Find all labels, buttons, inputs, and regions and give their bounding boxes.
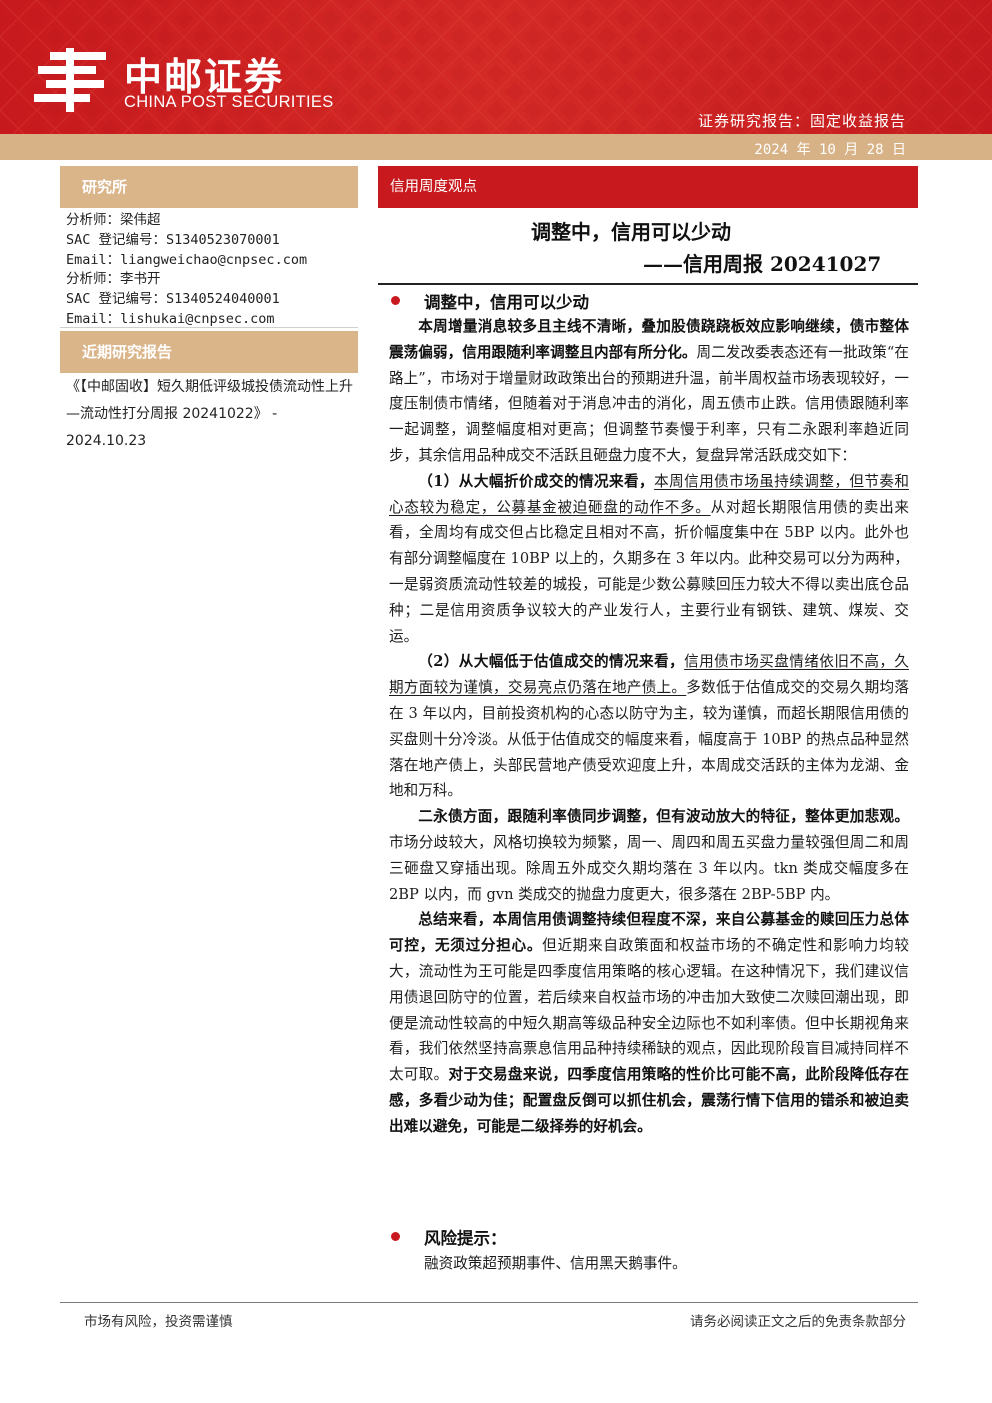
footer-disclaimer-notice: 请务必阅读正文之后的免责条款部分 — [690, 1314, 906, 1330]
header-diamond-pattern — [0, 0, 992, 160]
brand-name-cn: 中邮证券 — [124, 55, 285, 99]
title-divider — [378, 283, 918, 285]
report-header: 中邮证券 CHINA POST SECURITIES 证券研究报告：固定收益报告… — [0, 0, 992, 160]
risk-text: 融资政策超预期事件、信用黑天鹅事件。 — [424, 1255, 687, 1272]
report-subtitle: ——信用周报 20241027 — [643, 252, 882, 276]
paragraph-summary: 总结来看，本周信用债调整持续但程度不深，来自公募基金的赎回压力总体可控，无须过分… — [389, 911, 909, 1135]
analyst-2-sac: SAC 登记编号：S1340524040001 — [66, 291, 280, 307]
paragraph-discount-trades: （1）从大幅折价成交的情况来看，本周信用债市场虽持续调整，但节奏和心态较为稳定，… — [389, 472, 909, 645]
paragraph-overview: 本周增量消息较多且主线不清晰，叠加股债跷跷板效应影响继续，债市整体震荡偏弱，信用… — [389, 318, 909, 464]
brand-name-en: CHINA POST SECURITIES — [124, 93, 334, 111]
recent-report-link[interactable]: 《【中邮固收】短久期低评级城投债流动性上升—流动性打分周报 20241022》 … — [66, 379, 353, 449]
report-type: 证券研究报告：固定收益报告 — [697, 112, 906, 130]
analyst-2-email[interactable]: Email：lishukai@cnpsec.com — [66, 311, 275, 327]
sidebar-divider — [60, 327, 358, 328]
analyst-2-name: 分析师：李书开 — [66, 271, 161, 287]
section-tag: 信用周度观点 — [378, 166, 918, 208]
header-date-bar — [0, 134, 992, 160]
paragraph-perpetual-bonds: 二永债方面，跟随利率债同步调整，但有波动放大的特征，整体更加悲观。市场分歧较大，… — [389, 808, 909, 903]
analyst-1-name: 分析师：梁伟超 — [66, 212, 161, 228]
risk-heading: 风险提示： — [424, 1229, 507, 1248]
report-date: 2024 年 10 月 28 日 — [754, 142, 906, 158]
footer-risk-notice: 市场有风险，投资需谨慎 — [84, 1314, 233, 1330]
section-heading-main: 调整中，信用可以少动 — [424, 293, 589, 312]
report-title: 调整中，信用可以少动 — [531, 220, 731, 244]
china-post-logo-icon — [34, 48, 106, 112]
report-body: 本周增量消息较多且主线不清晰，叠加股债跷跷板效应影响继续，债市整体震荡偏弱，信用… — [389, 314, 909, 1140]
footer-divider — [60, 1302, 918, 1303]
recent-reports-heading: 近期研究报告 — [60, 331, 358, 373]
paragraph-below-valuation-trades: （2）从大幅低于估值成交的情况来看，信用债市场买盘情绪依旧不高，久期方面较为谨慎… — [389, 653, 910, 800]
institute-heading: 研究所 — [60, 166, 358, 208]
bullet-icon — [391, 296, 400, 305]
bullet-icon — [391, 1232, 400, 1241]
analyst-1-sac: SAC 登记编号：S1340523070001 — [66, 232, 280, 248]
analyst-1-email[interactable]: Email：liangweichao@cnpsec.com — [66, 252, 308, 268]
